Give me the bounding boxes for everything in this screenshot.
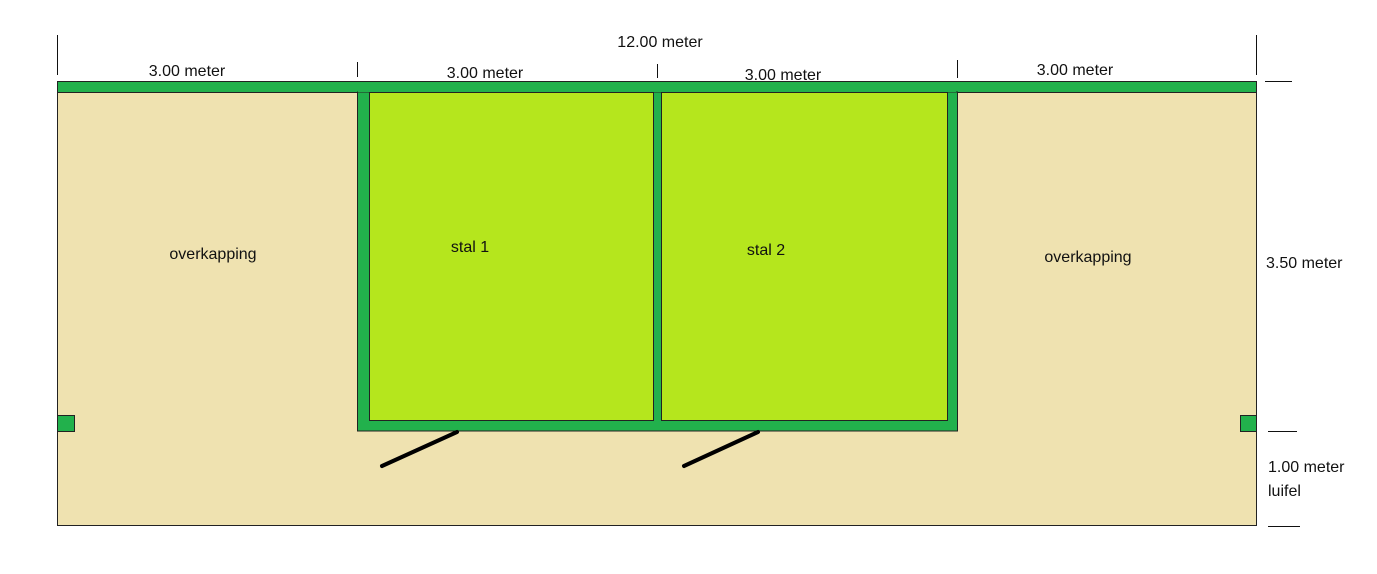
door-stall-1 [380,430,459,468]
segment-3-label: 3.00 meter [745,67,822,84]
segment-1-label: 3.00 meter [149,63,226,80]
stall-2-area [661,92,948,421]
post-left [57,415,75,432]
depth-label: 3.50 meter [1266,255,1343,272]
segment-2-label: 3.00 meter [447,65,524,82]
dimension-ticks [57,35,1300,527]
stall-1-area [369,92,654,421]
stall-block-top-cover [358,82,956,92]
door-stall-2 [682,430,760,468]
canopy-label: luifel [1268,483,1301,500]
total-width-label: 12.00 meter [617,34,703,51]
right-cover-label: overkapping [1044,249,1131,266]
segment-4-label: 3.00 meter [1037,62,1114,79]
canopy-depth-label: 1.00 meter [1268,459,1345,476]
left-cover-label: overkapping [169,246,256,263]
post-right [1240,415,1257,432]
stall-1-label: stal 1 [451,239,489,256]
stall-2-label: stal 2 [747,242,785,259]
